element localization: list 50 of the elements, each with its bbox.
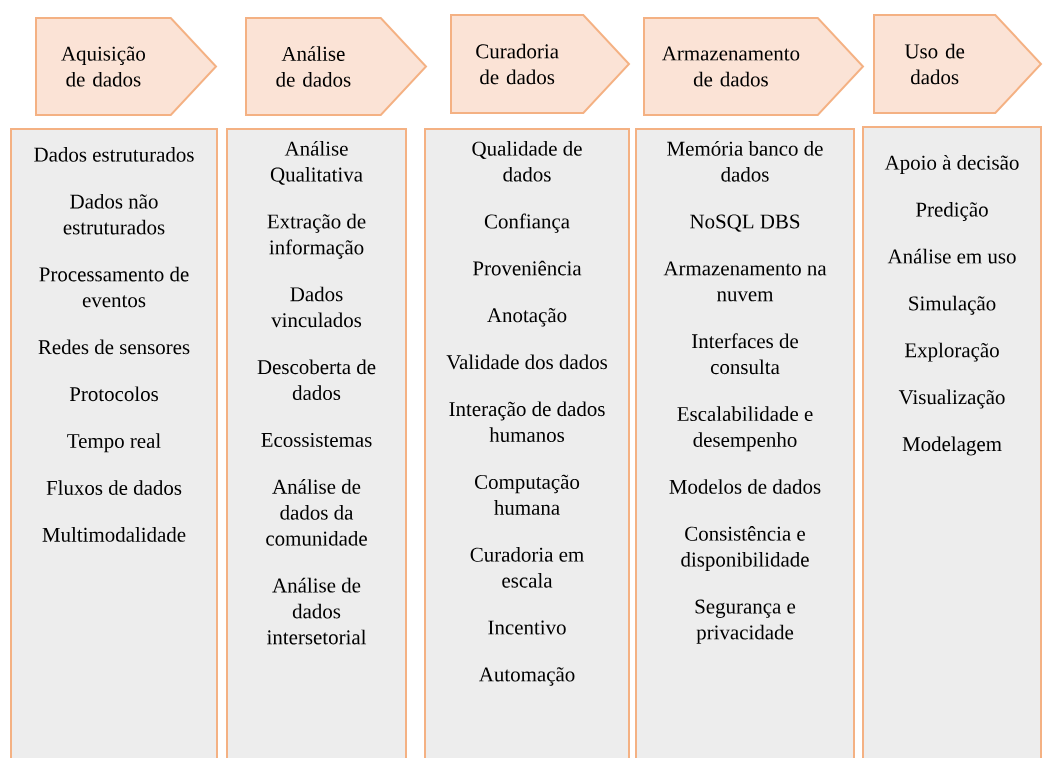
list-item: Interfaces de consulta [692, 333, 798, 375]
list-item: Processamento de eventos [39, 266, 189, 308]
category-column [635, 128, 855, 758]
list-item: Dados não estruturados [63, 193, 165, 235]
list-item: Automação [479, 667, 575, 686]
list-item: Curadoria em escala [470, 547, 584, 588]
stage-header: Armazenamento de dados [643, 17, 865, 116]
list-item: Dados vinculados [271, 286, 362, 328]
list-item: Proveniência [473, 260, 582, 276]
list-item: Exploração [905, 342, 999, 362]
list-item: Análise de dados intersetorial [267, 577, 367, 645]
list-item: Dados estruturados [34, 147, 194, 162]
list-item: Simulação [909, 295, 996, 315]
stage-header: Uso de dados [873, 14, 1043, 114]
list-item: Predição [916, 201, 988, 221]
list-item: Memória banco de dados [667, 141, 823, 182]
list-item: Extração de informação [267, 213, 366, 259]
list-item: Descoberta de dados [257, 359, 376, 401]
category-column [226, 128, 407, 758]
list-item: Qualidade de dados [472, 141, 582, 182]
list-item: Validade dos dados [446, 354, 608, 370]
list-item: Computação humana [475, 474, 580, 515]
list-item: Anotação [487, 308, 567, 327]
list-item: NoSQL DBS [690, 214, 800, 232]
list-item: Tempo real [67, 433, 161, 453]
list-item: Incentivo [488, 620, 566, 635]
list-item: Armazenamento na nuvem [663, 261, 827, 302]
list-item: Segurança e privacidade [695, 599, 796, 644]
list-item: Análise em uso [887, 248, 1016, 264]
stage-header: Curadoria de dados [450, 14, 631, 114]
stage-header: Análise de dados [245, 17, 428, 116]
list-item: Protocolos [69, 386, 158, 402]
list-item: Análise Qualitativa [270, 141, 363, 185]
list-item: Modelos de dados [669, 479, 821, 494]
category-column [10, 128, 218, 758]
category-column [424, 128, 630, 758]
list-item: Multimodalidade [42, 527, 186, 542]
list-item: Apoio à decisão [884, 155, 1019, 174]
list-item: Interação de dados humanos [449, 401, 605, 443]
list-item: Fluxos de dados [46, 480, 182, 495]
list-item: Redes de sensores [38, 339, 190, 355]
list-item: Ecossistemas [261, 432, 372, 447]
category-column [862, 126, 1042, 758]
list-item: Escalabilidade e desempenho [677, 406, 813, 452]
list-item: Modelagem [902, 436, 1002, 456]
list-item: Visualização [898, 389, 1005, 409]
list-item: Análise de dados da comunidade [266, 479, 367, 546]
stage-header: Aquisição de dados [35, 17, 218, 116]
list-item: Consistência e disponibilidade [681, 526, 809, 571]
list-item: Confiança [484, 213, 570, 233]
